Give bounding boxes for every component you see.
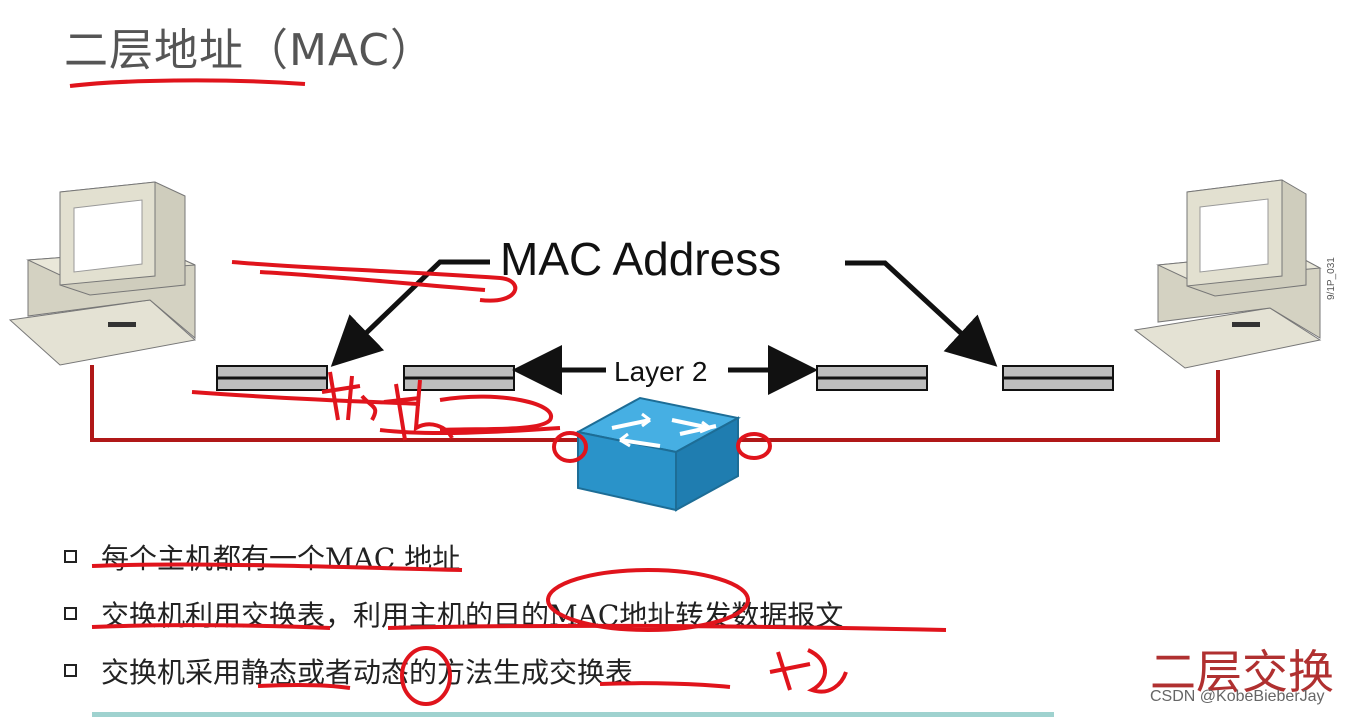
- mac-address-label: MAC Address: [500, 233, 782, 285]
- bullet-marker-icon: [64, 664, 77, 677]
- handwritten-annotations: [191, 260, 772, 463]
- switch-icon: [575, 396, 741, 512]
- bullet-marker-icon: [64, 607, 77, 620]
- watermark: CSDN @KobeBieberJay: [1150, 688, 1325, 705]
- slide-title: 二层地址（MAC）: [64, 25, 436, 76]
- frame-field-3: [816, 365, 928, 391]
- mac-arrow-left: [330, 259, 490, 367]
- list-item: 交换机采用静态或者动态的方法生成交换表: [64, 642, 843, 699]
- section-label: 二层交换: [1150, 645, 1334, 699]
- title-underline-annotation: [69, 78, 306, 88]
- left-computer-icon: [8, 181, 197, 366]
- frame-field-4: [1002, 365, 1114, 391]
- frame-field-1: [216, 365, 328, 391]
- mac-arrow-right: [845, 260, 998, 367]
- layer2-label: Layer 2: [610, 356, 712, 388]
- bottom-divider: [92, 712, 1054, 717]
- bullet-text: 交换机采用静态或者动态的方法生成交换表: [101, 655, 634, 689]
- right-computer-icon: [1133, 179, 1322, 369]
- bullet-marker-icon: [64, 550, 77, 563]
- frame-field-2: [403, 365, 515, 391]
